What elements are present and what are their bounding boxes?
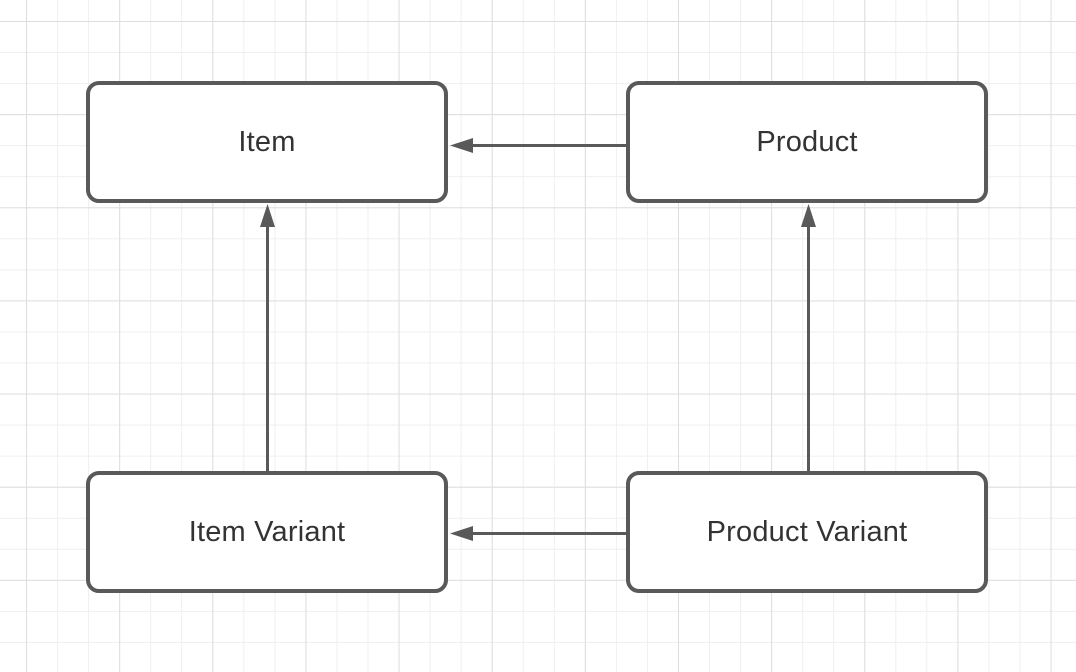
node-item-variant-label: Item Variant — [188, 515, 346, 548]
edge-item-variant-to-item — [260, 204, 275, 471]
node-product-label: Product — [756, 125, 858, 158]
edge-product-variant-to-product — [801, 204, 816, 471]
edge-product-to-item — [450, 138, 626, 153]
node-product[interactable]: Product — [626, 81, 988, 203]
arrowhead-left-into-item — [450, 138, 473, 153]
arrowhead-left-into-item-variant — [450, 526, 473, 541]
node-product-variant[interactable]: Product Variant — [626, 471, 988, 593]
node-item-variant[interactable]: Item Variant — [86, 471, 448, 593]
node-item[interactable]: Item — [86, 81, 448, 203]
edge-product-variant-to-item-variant — [450, 526, 626, 541]
node-item-label: Item — [238, 125, 296, 158]
node-product-variant-label: Product Variant — [706, 515, 908, 548]
arrowhead-up-into-item — [260, 204, 275, 227]
arrowhead-up-into-product — [801, 204, 816, 227]
